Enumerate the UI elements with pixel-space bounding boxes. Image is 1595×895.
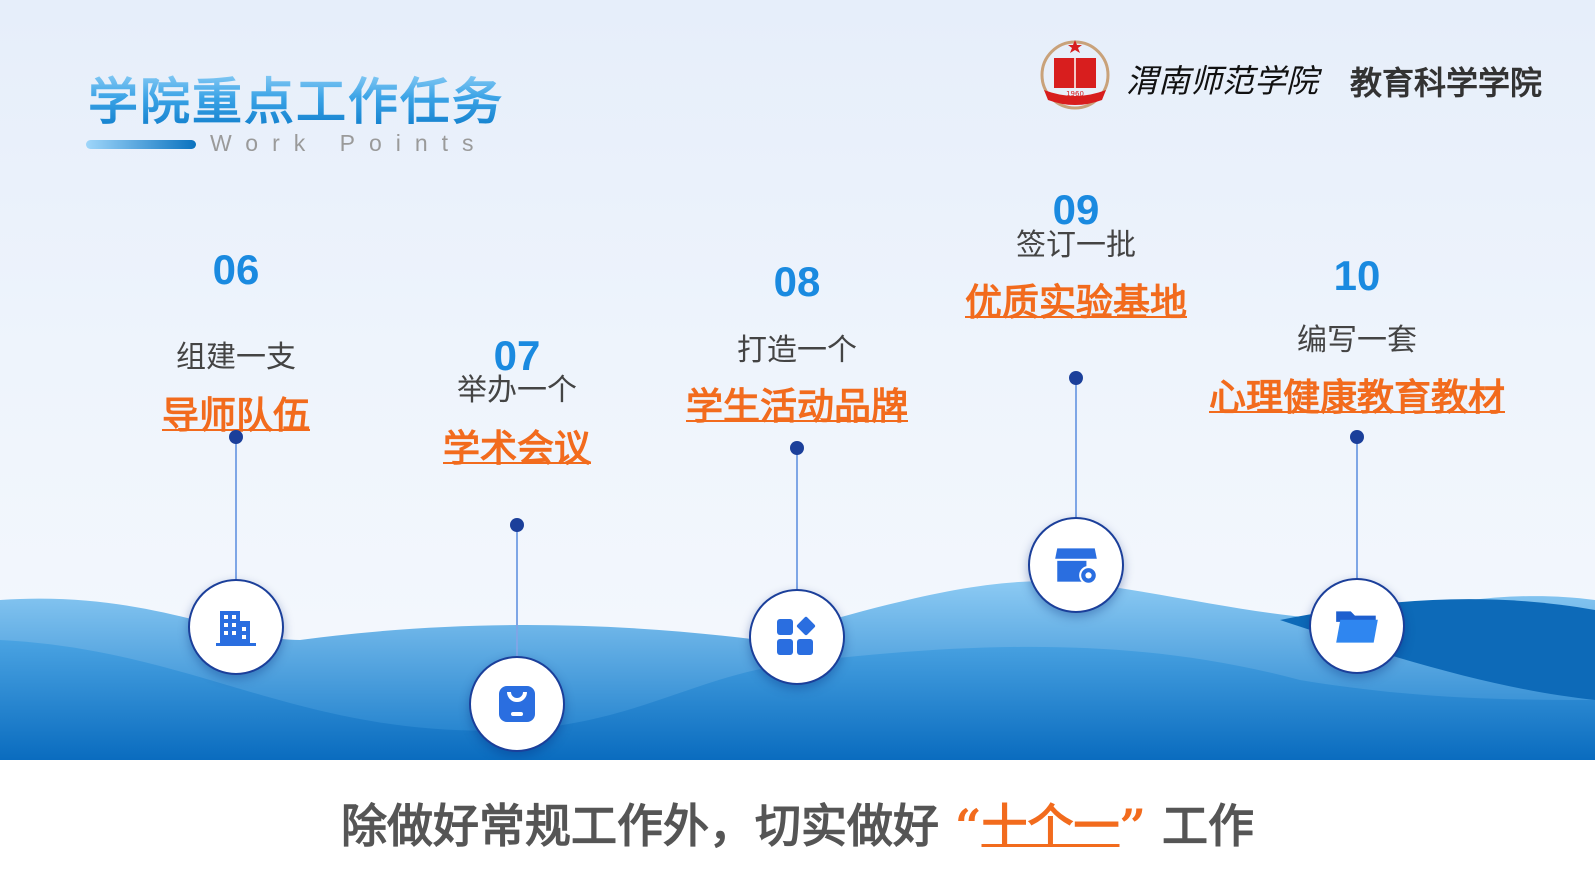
building-icon[interactable]: [188, 579, 284, 675]
item-lead: 组建一支: [176, 340, 296, 375]
connector-dot: [1350, 430, 1364, 444]
connector-dot: [1069, 371, 1083, 385]
title-underline: [86, 140, 196, 149]
connector-line: [796, 448, 798, 589]
item-number: 08: [773, 258, 821, 305]
page-subtitle: Work Points: [210, 130, 488, 156]
school-name: 渭南师范学院: [1126, 62, 1319, 100]
connector-dot: [510, 518, 524, 532]
item-highlight[interactable]: 导师队伍: [162, 393, 310, 437]
connector-line: [1075, 378, 1077, 517]
item-highlight[interactable]: 心理健康教育教材: [1209, 375, 1505, 419]
school-logo-icon: 1960: [1040, 40, 1110, 110]
footer-band: [0, 760, 1595, 895]
connector-line: [516, 525, 518, 656]
svg-text:1960: 1960: [1066, 90, 1084, 98]
connector-line: [235, 437, 237, 579]
item-lead: 打造一个: [737, 333, 857, 368]
item-number: 09: [1052, 186, 1100, 233]
item-highlight[interactable]: 优质实验基地: [965, 280, 1187, 324]
item-highlight[interactable]: 学生活动品牌: [686, 384, 908, 428]
connector-dot: [790, 441, 804, 455]
badge-icon[interactable]: [469, 656, 565, 752]
connector-line: [1356, 437, 1358, 578]
item-highlight[interactable]: 学术会议: [443, 426, 591, 470]
item-lead: 编写一套: [1297, 323, 1417, 358]
college-name: 教育科学学院: [1350, 64, 1543, 102]
page-title: 学院重点工作任务: [88, 62, 504, 134]
footer-slogan: 除做好常规工作外，切实做好 “十个一” 工作: [341, 799, 1254, 853]
item-lead: 举办一个: [457, 373, 577, 408]
item-number: 07: [493, 332, 541, 379]
footer-emphasis: 十个一: [981, 799, 1120, 853]
item-number: 06: [212, 246, 260, 293]
apps-icon[interactable]: [749, 589, 845, 685]
store-settings-icon[interactable]: [1028, 517, 1124, 613]
folder-icon[interactable]: [1309, 578, 1405, 674]
connector-dot: [229, 430, 243, 444]
item-number: 10: [1333, 252, 1381, 299]
item-lead: 签订一批: [1016, 228, 1136, 263]
